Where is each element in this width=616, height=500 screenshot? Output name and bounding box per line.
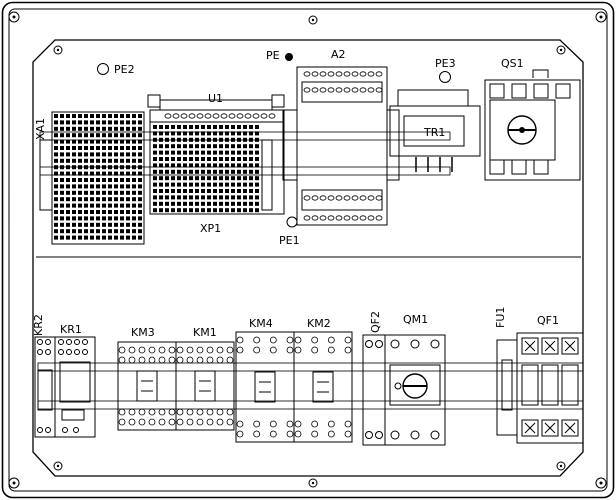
ground-point-icon: [285, 53, 293, 61]
contactor-km1: [175, 341, 235, 431]
label-km1: KM1: [193, 326, 217, 339]
circuit-breaker-qf1: [516, 332, 584, 444]
screw-icon: [556, 461, 566, 471]
controller-a2: [282, 66, 400, 226]
rotary-knob-icon: [394, 373, 428, 399]
label-tr1: TR1: [423, 126, 445, 139]
label-xp1: XP1: [200, 222, 221, 235]
fuse-fu1: [496, 339, 518, 436]
motor-protection-qm1: [384, 334, 446, 446]
label-qs1: QS1: [501, 57, 524, 70]
label-pe1: PE1: [279, 234, 300, 247]
screw-icon: [595, 477, 607, 489]
screw-icon: [53, 461, 63, 471]
label-u1: U1: [208, 92, 223, 105]
relay-kr1: [54, 336, 96, 438]
terminal-block-xa1: [39, 111, 145, 245]
rotary-knob-icon: [507, 115, 537, 145]
screw-icon: [308, 478, 318, 488]
label-pe2: PE2: [114, 63, 135, 76]
screw-icon: [8, 477, 20, 489]
label-kr1: KR1: [60, 323, 82, 336]
terminal-block-xp1: [147, 94, 285, 215]
ground-point-icon: [286, 216, 298, 228]
label-km3: KM3: [131, 326, 155, 339]
mounting-plate: [32, 39, 584, 477]
label-km2: KM2: [307, 317, 331, 330]
switch-disconnector-qs1: [484, 69, 581, 181]
label-qf1: QF1: [537, 314, 559, 327]
label-pe: PE: [266, 49, 280, 62]
screw-icon: [308, 15, 318, 25]
circuit-breaker-qf2: [362, 334, 386, 446]
screw-icon: [556, 45, 566, 55]
transformer-tr1: [389, 89, 481, 172]
contactor-km4: [235, 331, 295, 443]
screw-icon: [53, 45, 63, 55]
relay-kr2: [34, 336, 56, 438]
label-pe3: PE3: [435, 57, 456, 70]
screw-icon: [8, 11, 20, 23]
screw-icon: [595, 11, 607, 23]
contactor-km3: [117, 341, 177, 431]
ground-point-icon: [97, 63, 109, 75]
label-fu1: FU1: [494, 307, 507, 328]
enclosure-inner: [8, 8, 608, 492]
label-kr2: KR2: [32, 314, 45, 336]
din-rail-lower: [37, 362, 584, 410]
label-xa1: XA1: [34, 118, 47, 140]
label-qf2: QF2: [369, 311, 382, 333]
label-qm1: QM1: [403, 313, 428, 326]
label-a2: A2: [331, 48, 346, 61]
label-km4: KM4: [249, 317, 273, 330]
contactor-km2: [293, 331, 353, 443]
ground-point-icon: [439, 71, 451, 83]
